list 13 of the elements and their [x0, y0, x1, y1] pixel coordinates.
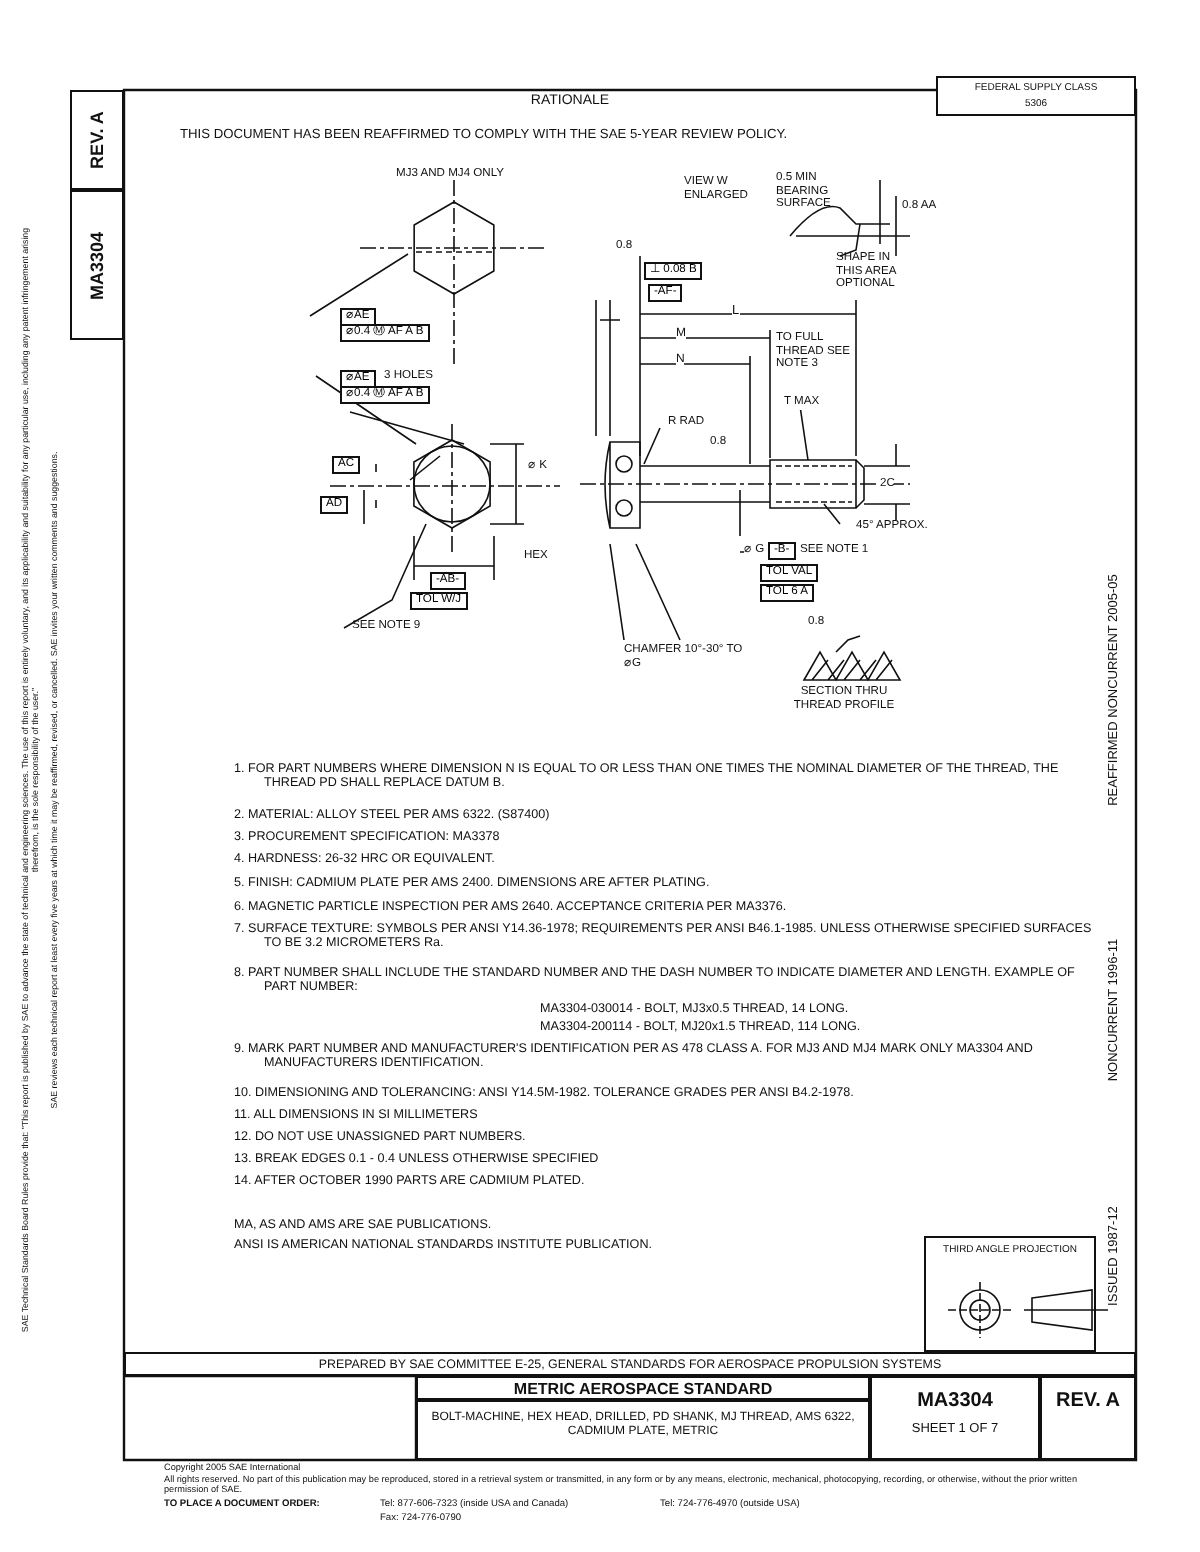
revision-box	[70, 90, 124, 190]
part-description-box	[416, 1400, 870, 1460]
standard-title-text: METRIC AEROSPACE STANDARD	[511, 1379, 775, 1399]
standard-title-box	[416, 1376, 870, 1400]
supply-class-box	[936, 76, 1136, 116]
document-number-text: MA3304	[915, 1390, 995, 1414]
revision-text: REV. A	[1053, 1390, 1123, 1414]
revision-text: REV. A	[88, 109, 106, 173]
revision-box	[1040, 1376, 1136, 1460]
document-number-box	[870, 1376, 1040, 1460]
document-number-text: MA3304	[88, 228, 106, 304]
document-number-box	[70, 190, 124, 340]
committee-band	[124, 1352, 1136, 1376]
